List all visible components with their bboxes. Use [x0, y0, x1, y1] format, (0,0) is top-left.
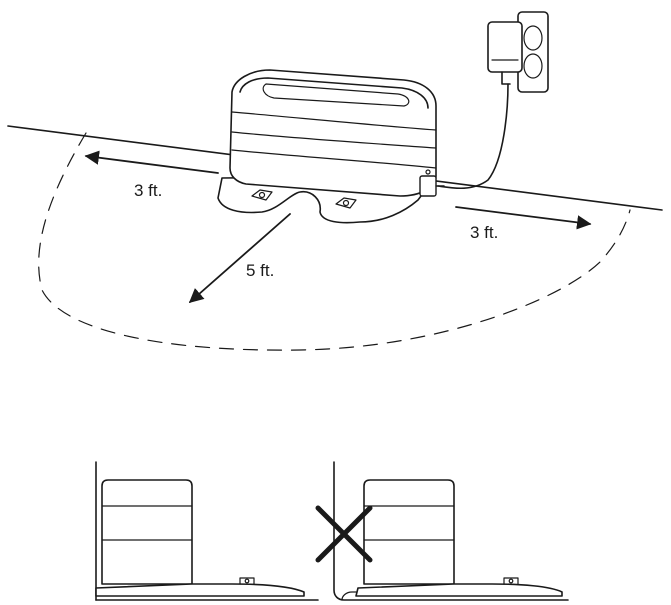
wall-plug-icon: [487, 11, 549, 93]
right-clearance-label: 3 ft.: [470, 223, 498, 242]
incorrect-placement-view: [315, 461, 569, 601]
home-base-dock: [217, 69, 445, 224]
correct-placement-view: [95, 461, 319, 601]
clearance-boundary: [38, 132, 631, 351]
charging-contact-left: [251, 189, 273, 201]
x-mark-icon: [315, 505, 373, 563]
front-clearance-label: 5 ft.: [246, 261, 274, 280]
left-clearance-arrow: [84, 150, 219, 174]
charging-contact-right: [335, 197, 357, 209]
right-clearance-arrow: [455, 206, 592, 230]
placement-overview: 3 ft. 3 ft. 5 ft.: [7, 11, 663, 351]
front-clearance-arrow: [188, 213, 291, 303]
power-cord: [437, 83, 509, 190]
left-clearance-label: 3 ft.: [134, 181, 162, 200]
